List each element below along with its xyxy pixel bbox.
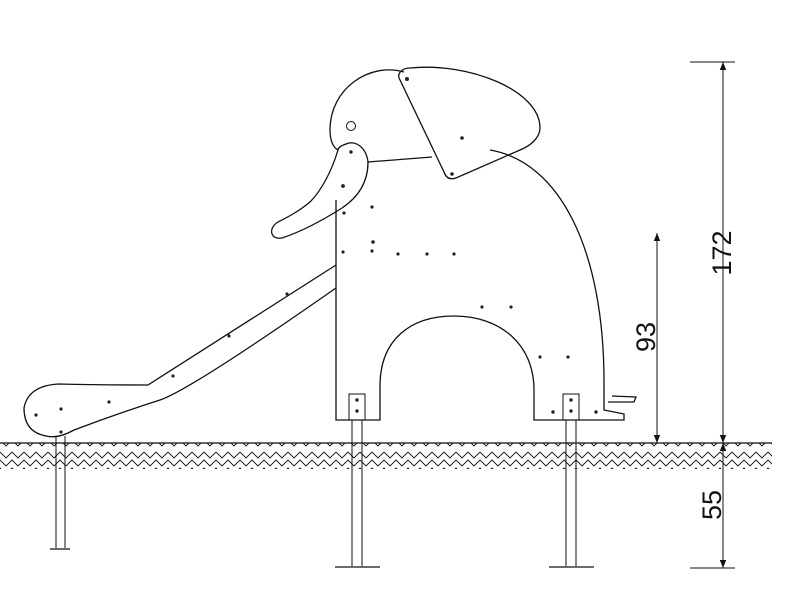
dimension-label-total-height: 172 bbox=[707, 230, 737, 275]
posts bbox=[50, 393, 594, 568]
dimension-label-foundation-depth: 55 bbox=[697, 490, 727, 520]
post-front-leg bbox=[335, 393, 380, 568]
slide-chute bbox=[23, 264, 337, 438]
post-rear-leg bbox=[549, 393, 594, 568]
post-slide-end bbox=[50, 436, 70, 550]
ground bbox=[0, 442, 772, 469]
dimension-label-platform-height: 93 bbox=[631, 322, 661, 352]
dimension-lines bbox=[640, 61, 735, 569]
body-bolts bbox=[341, 205, 570, 359]
elephant-body bbox=[329, 69, 637, 421]
elephant-ear bbox=[398, 66, 541, 180]
elephant-trunk bbox=[271, 142, 369, 239]
